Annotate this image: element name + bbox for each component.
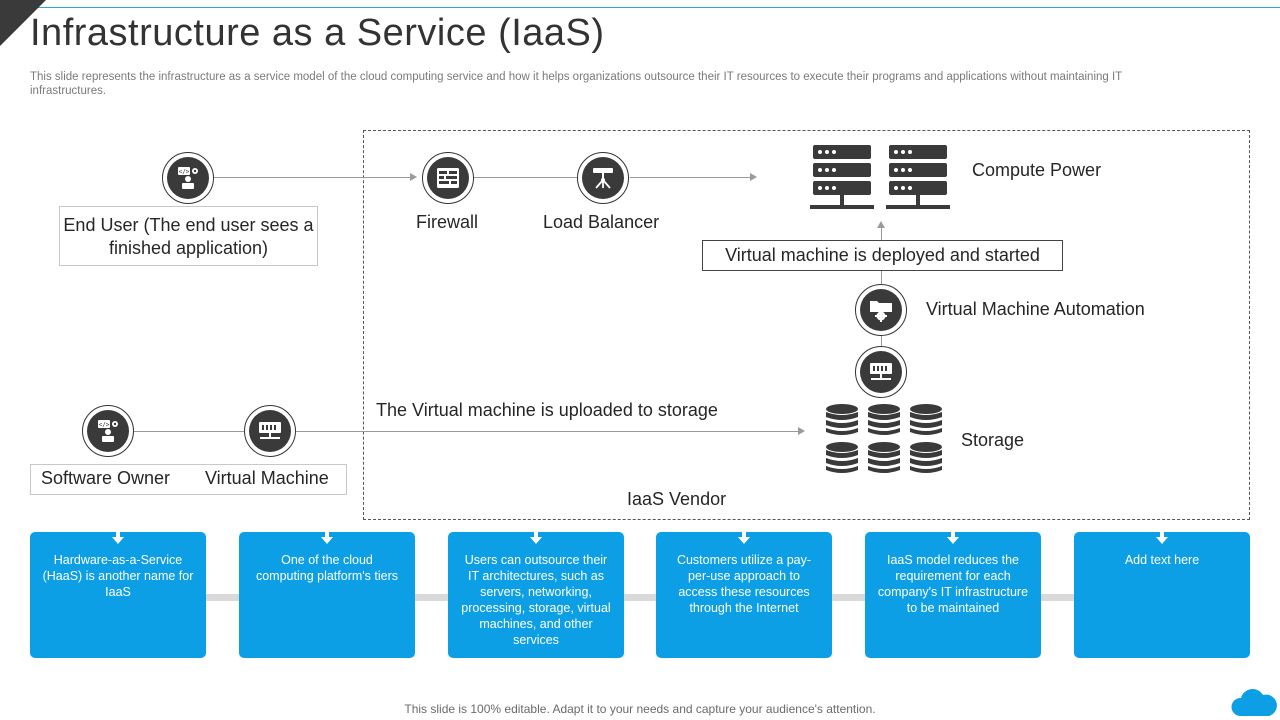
svg-text:</>: </>	[179, 169, 190, 176]
connector-vm-storage	[296, 431, 798, 432]
load-balancer-icon	[582, 157, 624, 199]
arrow-down-icon	[738, 537, 750, 544]
info-card-text: IaaS model reduces the requirement for e…	[877, 553, 1029, 615]
user-laptop-icon: </>	[167, 157, 209, 199]
arrow-up-icon	[877, 221, 885, 228]
info-card-text: Hardware-as-a-Service (HaaS) is another …	[42, 553, 194, 599]
info-card-text: Add text here	[1124, 553, 1200, 567]
arrow-down-icon	[112, 537, 124, 544]
connector-owner-vm	[134, 431, 244, 432]
page-subtitle: This slide represents the infrastructure…	[30, 71, 1123, 97]
software-owner-label: Software Owner	[41, 468, 171, 488]
card-arrow-stem	[534, 532, 538, 538]
arrow-down-icon	[947, 537, 959, 544]
virtual-machine-label: Virtual Machine	[205, 468, 329, 488]
info-card-text: Users can outsource their IT architectur…	[461, 553, 611, 647]
connector-deploy-compute	[881, 226, 882, 240]
connector-firewall-loadbalancer	[474, 177, 578, 178]
database-stack-icon	[822, 403, 946, 480]
arrow-right-icon	[798, 427, 805, 435]
info-card: One of the cloud computing platform's ti…	[239, 532, 415, 658]
arrow-right-icon	[750, 173, 757, 181]
vm-deployed-label: Virtual machine is deployed and started	[725, 245, 1040, 265]
storage-connector-node	[855, 346, 907, 398]
info-card-text: One of the cloud computing platform's ti…	[255, 553, 399, 583]
arrow-down-icon	[530, 537, 542, 544]
firewall-label: Firewall	[416, 212, 479, 232]
folder-gear-icon	[860, 289, 902, 331]
arrow-down-icon	[321, 537, 333, 544]
top-accent-rule	[0, 7, 1280, 8]
cloud-icon	[1230, 686, 1278, 720]
server-icon	[249, 410, 291, 452]
iaas-vendor-region	[363, 130, 1250, 520]
connector-loadbalancer-compute	[630, 177, 750, 178]
end-user-label-box: End User (The end user sees a finished a…	[59, 206, 318, 266]
card-arrow-stem	[116, 532, 120, 538]
info-card: IaaS model reduces the requirement for e…	[865, 532, 1041, 658]
footer-note: This slide is 100% editable. Adapt it to…	[404, 702, 876, 716]
info-card: Add text here	[1074, 532, 1250, 658]
firewall-node	[422, 152, 474, 204]
user-laptop-icon: </>	[87, 410, 129, 452]
card-arrow-stem	[1160, 532, 1164, 538]
load-balancer-label: Load Balancer	[543, 212, 660, 232]
firewall-icon	[427, 157, 469, 199]
owner-vm-label-box	[30, 464, 347, 495]
vm-automation-label: Virtual Machine Automation	[926, 299, 1145, 319]
vm-deployed-box: Virtual machine is deployed and started	[702, 240, 1063, 271]
page-title: Infrastructure as a Service (IaaS)	[30, 12, 605, 54]
iaas-vendor-label: IaaS Vendor	[627, 489, 727, 509]
connector-automation-deploy	[881, 270, 882, 284]
info-card: Customers utilize a pay-per-use approach…	[656, 532, 832, 658]
end-user-label: End User (The end user sees a finished a…	[63, 215, 314, 258]
connector-storage-automation	[881, 336, 882, 346]
card-arrow-stem	[742, 532, 746, 538]
vm-uploaded-label: The Virtual machine is uploaded to stora…	[376, 400, 718, 420]
info-card-text: Customers utilize a pay-per-use approach…	[676, 553, 812, 615]
server-rack-icon	[808, 143, 953, 216]
svg-text:</>: </>	[99, 422, 110, 429]
vm-automation-node	[855, 284, 907, 336]
storage-label: Storage	[961, 430, 1025, 450]
end-user-node: </>	[162, 152, 214, 204]
card-arrow-stem	[951, 532, 955, 538]
software-owner-node: </>	[82, 405, 134, 457]
server-icon	[860, 351, 902, 393]
info-card: Hardware-as-a-Service (HaaS) is another …	[30, 532, 206, 658]
info-card: Users can outsource their IT architectur…	[448, 532, 624, 658]
cards-timeline-bar	[30, 594, 1250, 601]
connector-user-firewall	[214, 177, 410, 178]
corner-decoration	[0, 0, 46, 46]
card-arrow-stem	[325, 532, 329, 538]
arrow-right-icon	[410, 173, 417, 181]
virtual-machine-node	[244, 405, 296, 457]
compute-power-label: Compute Power	[972, 160, 1102, 180]
arrow-down-icon	[1156, 537, 1168, 544]
load-balancer-node	[577, 152, 629, 204]
